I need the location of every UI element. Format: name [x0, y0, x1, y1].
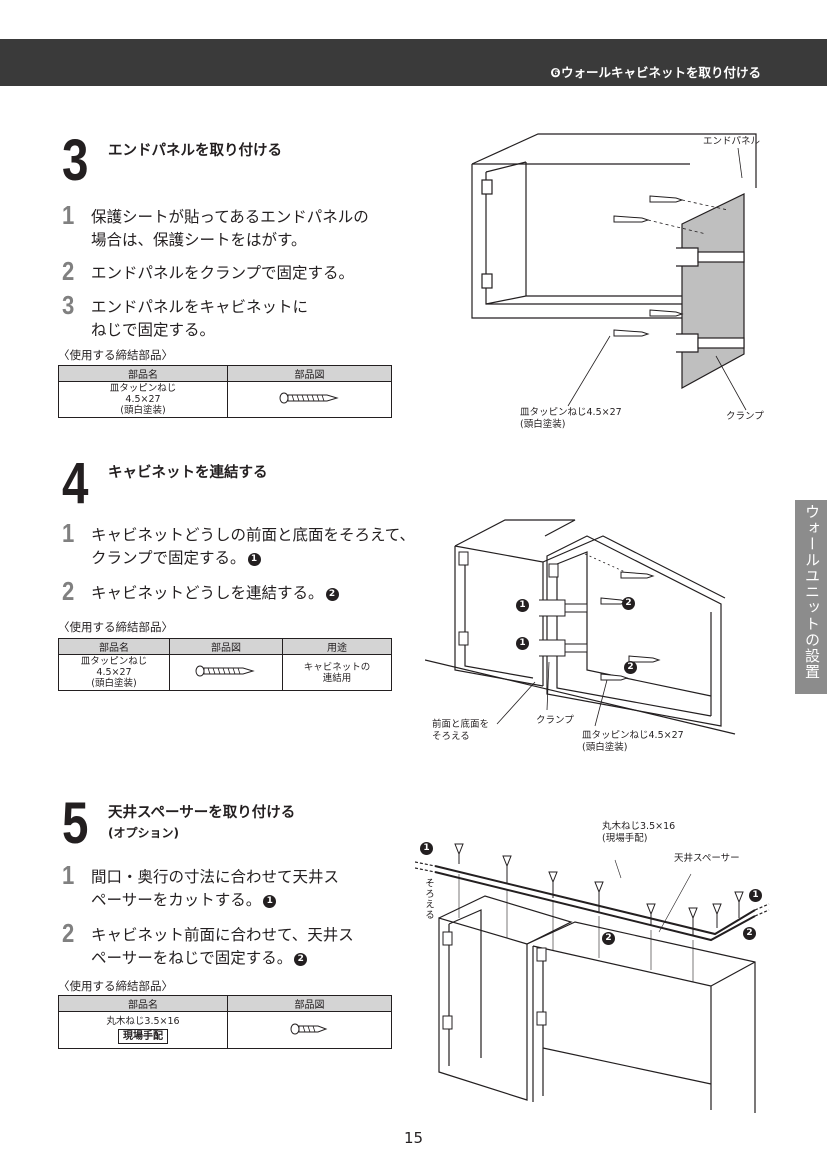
callout-marker: 2 [325, 588, 339, 601]
callout-marker: 2 [622, 597, 635, 610]
step-text: キャビネットどうしの前面と底面をそろえて、クランプで固定する。1 [91, 526, 415, 567]
callout-marker: 1 [263, 895, 277, 908]
section-title: エンドパネルを取り付ける [108, 143, 282, 159]
step-text: 保護シートが貼ってあるエンドパネルの場合は、保護シートをはがす。 [91, 208, 369, 249]
part-figure [227, 381, 392, 418]
screw-label: 皿タッピンねじ4.5×27(頭白塗装) [582, 730, 684, 753]
section-title: キャビネットを連結する [108, 465, 268, 481]
step-number: 3 [62, 290, 75, 320]
callout-marker: 1 [516, 637, 529, 650]
step-number: 2 [62, 918, 75, 948]
screw-icon [279, 392, 339, 404]
page-number: 15 [403, 1129, 424, 1147]
step-number: 1 [62, 200, 75, 230]
side-tab-label: ウォールユニットの設置 [803, 504, 821, 680]
callout-marker: 1 [516, 599, 529, 612]
connect-cabinets-illustration [425, 519, 736, 735]
parts-caption: 〈使用する締結部品〉 [58, 979, 173, 993]
clamp-label: クランプ [726, 411, 764, 422]
section-subtitle: (オプション) [108, 826, 179, 840]
col-header: 用途 [282, 638, 392, 655]
parts-caption: 〈使用する締結部品〉 [58, 620, 173, 634]
align-label: 前面と底面をそろえる [432, 719, 490, 742]
step-number: 2 [62, 576, 75, 606]
ceiling-spacer-illustration [415, 843, 770, 1113]
step-number: 1 [62, 860, 75, 890]
screw-label: 丸木ねじ3.5×16(現場手配) [602, 821, 676, 844]
section-number: 5 [62, 791, 89, 856]
callout-marker: 1 [420, 842, 433, 855]
part-figure [169, 654, 283, 691]
callout-marker: 2 [743, 927, 756, 940]
section-number: 4 [62, 451, 89, 516]
step-text: キャビネットどうしを連結する。2 [91, 582, 339, 605]
section-title: 天井スペーサーを取り付ける [108, 805, 296, 821]
step-text: エンドパネルをクランプで固定する。 [91, 264, 355, 282]
callout-marker: 1 [247, 553, 261, 566]
part-figure [227, 1011, 392, 1049]
section-number: 3 [62, 128, 89, 193]
part-usage: キャビネットの連結用 [282, 654, 392, 691]
step-number: 2 [62, 256, 75, 286]
side-tab: ウォールユニットの設置 [795, 500, 827, 694]
col-header: 部品図 [227, 995, 392, 1012]
screw-icon [195, 665, 255, 677]
align-label: そろえる [423, 878, 434, 920]
parts-caption: 〈使用する締結部品〉 [58, 348, 173, 362]
step-text: 間口・奥行の寸法に合わせて天井スペーサーをカットする。1 [91, 868, 340, 909]
step-text: エンドパネルをキャビネットにねじで固定する。 [91, 298, 309, 339]
header-bar: ❻ウォールキャビネットを取り付ける [0, 39, 827, 86]
step-text: キャビネット前面に合わせて、天井スペーサーをねじで固定する。2 [91, 926, 354, 967]
col-header: 部品名 [58, 365, 228, 382]
end-panel-illustration [471, 133, 757, 411]
step-number: 1 [62, 518, 75, 548]
callout-marker: 2 [294, 953, 308, 966]
screw-icon [290, 1023, 327, 1034]
callout-marker: 2 [602, 932, 615, 945]
callout-marker: 1 [749, 889, 762, 902]
clamp-label: クランプ [536, 715, 574, 726]
col-header: 部品名 [58, 638, 170, 655]
callout-marker: 2 [624, 661, 637, 674]
site-supplied-badge: 現場手配 [118, 1029, 168, 1044]
col-header: 部品名 [58, 995, 228, 1012]
col-header: 部品図 [169, 638, 283, 655]
spacer-label: 天井スペーサー [674, 853, 740, 864]
col-header: 部品図 [227, 365, 392, 382]
screw-label: 皿タッピンねじ4.5×27(頭白塗装) [520, 407, 622, 430]
end-panel-label: エンドパネル [703, 136, 761, 147]
header-title: ❻ウォールキャビネットを取り付ける [550, 65, 761, 80]
